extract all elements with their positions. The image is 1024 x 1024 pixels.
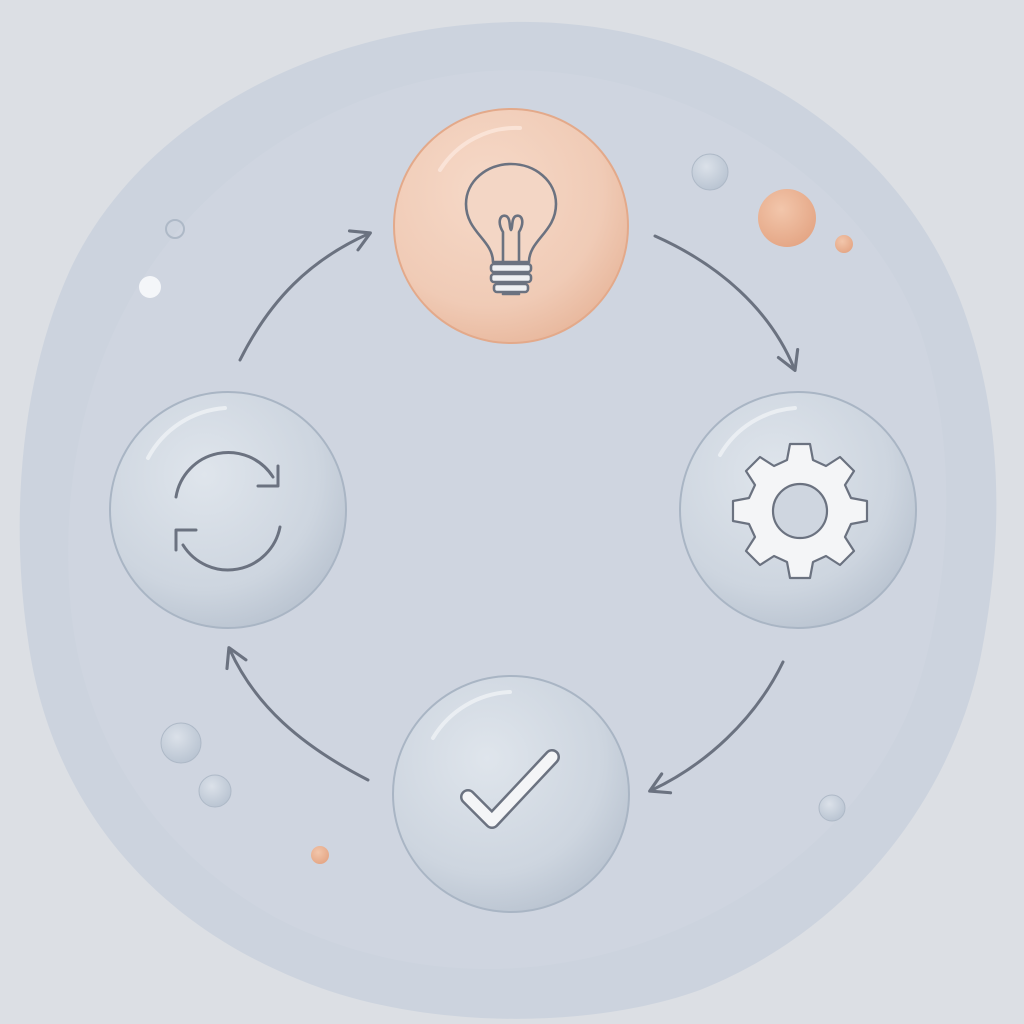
lightbulb-icon — [464, 162, 558, 296]
background-blob-layer — [68, 70, 947, 970]
arrow-idea-to-process — [653, 234, 800, 372]
refresh-icon — [174, 451, 282, 572]
decor-dot — [818, 794, 846, 822]
gear-icon — [731, 442, 869, 580]
decor-dot — [160, 722, 202, 764]
decor-dot — [198, 774, 232, 808]
decor-dot — [165, 219, 185, 239]
decor-dot — [691, 153, 729, 191]
step-iterate — [109, 391, 347, 629]
checkmark-icon — [460, 749, 560, 829]
decor-dot — [835, 235, 853, 253]
arrow-iterate-to-idea — [238, 229, 372, 362]
decor-dot — [139, 276, 161, 298]
decor-dot — [758, 189, 816, 247]
decor-dot — [311, 846, 329, 864]
arrow-done-to-iterate — [225, 646, 370, 782]
step-process — [679, 391, 917, 629]
arrow-process-to-done — [648, 660, 785, 795]
step-done — [392, 675, 630, 913]
step-idea — [393, 108, 629, 344]
